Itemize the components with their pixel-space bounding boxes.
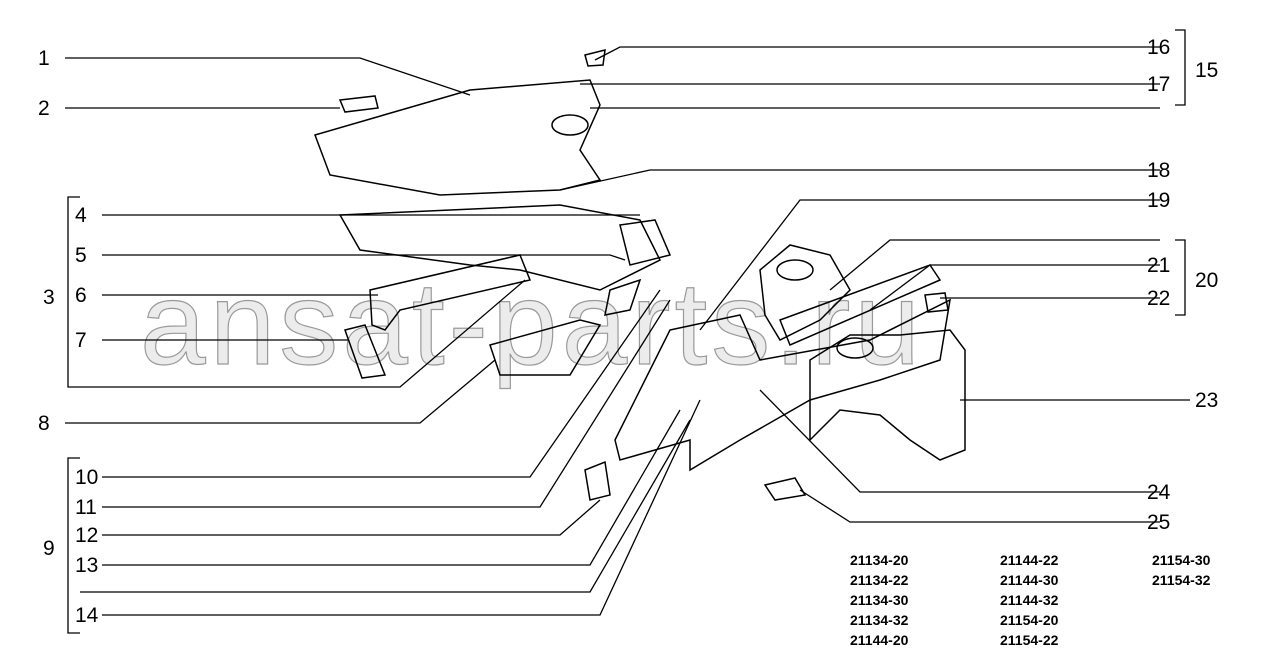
watermark: ansat-parts.ru	[139, 258, 924, 390]
callout-5: 5	[75, 244, 87, 267]
model-code: 21144-22	[1000, 552, 1059, 568]
part-bracket-2	[338, 95, 379, 113]
part-dash-panel	[314, 79, 602, 196]
callout-13: 13	[75, 554, 99, 577]
callout-6: 6	[75, 284, 87, 307]
part-right-tower-19	[759, 244, 851, 341]
callout-15: 15	[1195, 59, 1219, 82]
model-code: 21154-32	[1152, 572, 1211, 588]
part-16	[584, 49, 606, 67]
leader-lines	[65, 29, 1190, 634]
callout-9: 9	[43, 537, 55, 560]
model-code: 21154-22	[1000, 632, 1059, 648]
part-25	[763, 477, 807, 501]
part-wheel-arch-23	[809, 329, 966, 461]
part-8	[489, 319, 602, 376]
callout-22: 22	[1147, 287, 1171, 310]
callout-24: 24	[1147, 481, 1171, 504]
callout-14: 14	[75, 604, 99, 627]
part-6	[369, 254, 532, 331]
model-code: 21134-20	[850, 552, 909, 568]
model-column-3: 21154-30 21154-32	[1152, 550, 1210, 590]
callout-7: 7	[75, 329, 87, 352]
model-code: 21144-20	[850, 632, 909, 648]
callout-12: 12	[75, 524, 99, 547]
model-column-1: 21134-20 21134-22 21134-30 21134-32 21144-20	[850, 550, 908, 650]
callout-11: 11	[75, 496, 97, 519]
callout-3: 3	[43, 286, 55, 309]
model-code: 21144-32	[1000, 592, 1059, 608]
callout-17: 17	[1147, 73, 1171, 96]
part-side-member	[614, 298, 951, 472]
callout-8: 8	[38, 412, 50, 435]
callout-19: 19	[1147, 189, 1171, 212]
model-code: 21154-30	[1152, 552, 1211, 568]
part-front-panel	[338, 204, 662, 291]
part-7	[344, 324, 387, 379]
model-code: 21134-30	[850, 592, 909, 608]
model-code: 21134-32	[850, 612, 909, 628]
callout-20: 20	[1195, 269, 1219, 292]
part-5	[604, 278, 642, 316]
callout-23: 23	[1195, 389, 1219, 412]
model-code: 21134-22	[850, 572, 909, 588]
part-22	[924, 292, 949, 313]
part-outlines	[314, 49, 966, 501]
callout-10: 10	[75, 466, 99, 489]
callout-25: 25	[1147, 511, 1171, 534]
part-21	[779, 264, 942, 346]
part-12	[584, 460, 611, 501]
part-4	[619, 219, 672, 266]
callout-4: 4	[75, 204, 87, 227]
callout-1: 1	[38, 47, 50, 70]
callout-2: 2	[38, 97, 50, 120]
model-code: 21154-20	[1000, 612, 1059, 628]
model-code: 21144-30	[1000, 572, 1059, 588]
model-column-2: 21144-22 21144-30 21144-32 21154-20 21154-22	[1000, 550, 1058, 650]
callout-21: 21	[1147, 254, 1171, 277]
callout-18: 18	[1147, 159, 1171, 182]
callout-16: 16	[1147, 36, 1171, 59]
